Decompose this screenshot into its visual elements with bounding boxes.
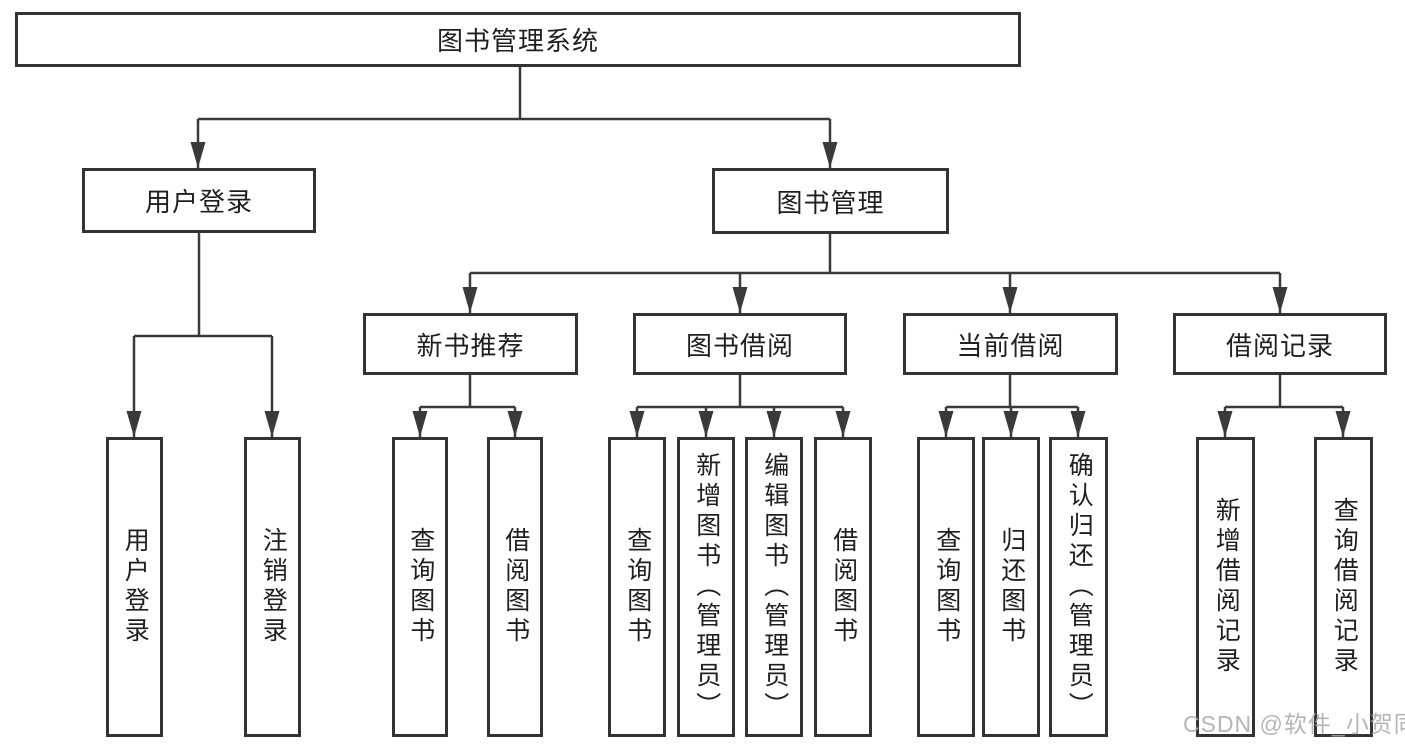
csdn-watermark: CSDN @软件_小贺同学 — [1183, 711, 1405, 737]
leaf-bb-add-book: 新增图书（管理员） — [677, 437, 735, 737]
connector-current-borrow-children — [938, 375, 1086, 437]
leaf-cb-query-book: 查询图书 — [917, 437, 975, 737]
connector-book-mgmt-children — [462, 234, 1288, 313]
leaf-cb-confirm-return-label: 确认归还（管理员） — [1065, 452, 1094, 722]
leaf-nb-borrow-book: 借阅图书 — [487, 437, 543, 737]
node-root-label: 图书管理系统 — [436, 26, 599, 56]
connector-book-borrow-children — [629, 375, 851, 437]
leaf-br-add-record: 新增借阅记录 — [1196, 437, 1255, 737]
connector-new-book-rec-children — [412, 375, 523, 437]
leaf-nb-query-book-label: 查询图书 — [406, 527, 435, 647]
node-current-borrow: 当前借阅 — [903, 313, 1118, 375]
leaf-logout-label: 注销登录 — [259, 527, 288, 647]
node-root: 图书管理系统 — [15, 12, 1021, 67]
node-book-borrow-label: 图书借阅 — [685, 330, 794, 361]
node-book-mgmt: 图书管理 — [712, 168, 949, 234]
leaf-bb-borrow-book: 借阅图书 — [814, 437, 872, 737]
node-new-book-rec: 新书推荐 — [363, 313, 578, 375]
leaf-cb-return-book: 归还图书 — [982, 437, 1040, 737]
leaf-user-login-label: 用户登录 — [121, 527, 150, 647]
node-new-book-rec-label: 新书推荐 — [416, 330, 525, 361]
node-user-login: 用户登录 — [82, 168, 316, 233]
node-current-borrow-label: 当前借阅 — [956, 330, 1065, 361]
node-book-mgmt-label: 图书管理 — [776, 187, 885, 218]
leaf-user-login: 用户登录 — [106, 437, 163, 737]
connector-user-login-children — [126, 233, 280, 437]
leaf-logout: 注销登录 — [244, 437, 301, 737]
leaf-cb-confirm-return: 确认归还（管理员） — [1049, 437, 1108, 737]
leaf-cb-query-book-label: 查询图书 — [932, 527, 961, 647]
leaf-br-query-record-label: 查询借阅记录 — [1330, 497, 1359, 677]
leaf-bb-query-book: 查询图书 — [608, 437, 666, 737]
leaf-bb-query-book-label: 查询图书 — [623, 527, 652, 647]
leaf-nb-query-book: 查询图书 — [392, 437, 448, 737]
leaf-bb-borrow-book-label: 借阅图书 — [829, 527, 858, 647]
leaf-nb-borrow-book-label: 借阅图书 — [501, 527, 530, 647]
leaf-cb-return-book-label: 归还图书 — [997, 527, 1026, 647]
node-book-borrow: 图书借阅 — [633, 313, 847, 375]
node-borrow-records: 借阅记录 — [1173, 313, 1387, 375]
leaf-br-query-record: 查询借阅记录 — [1314, 437, 1373, 737]
leaf-br-add-record-label: 新增借阅记录 — [1212, 497, 1241, 677]
leaf-bb-add-book-label: 新增图书（管理员） — [692, 452, 721, 722]
connector-borrow-records-children — [1217, 375, 1351, 437]
node-user-login-label: 用户登录 — [144, 187, 253, 217]
leaf-bb-edit-book: 编辑图书（管理员） — [745, 437, 803, 737]
node-borrow-records-label: 借阅记录 — [1225, 330, 1334, 361]
connector-root-to-level2 — [190, 67, 838, 168]
leaf-bb-edit-book-label: 编辑图书（管理员） — [760, 452, 789, 722]
